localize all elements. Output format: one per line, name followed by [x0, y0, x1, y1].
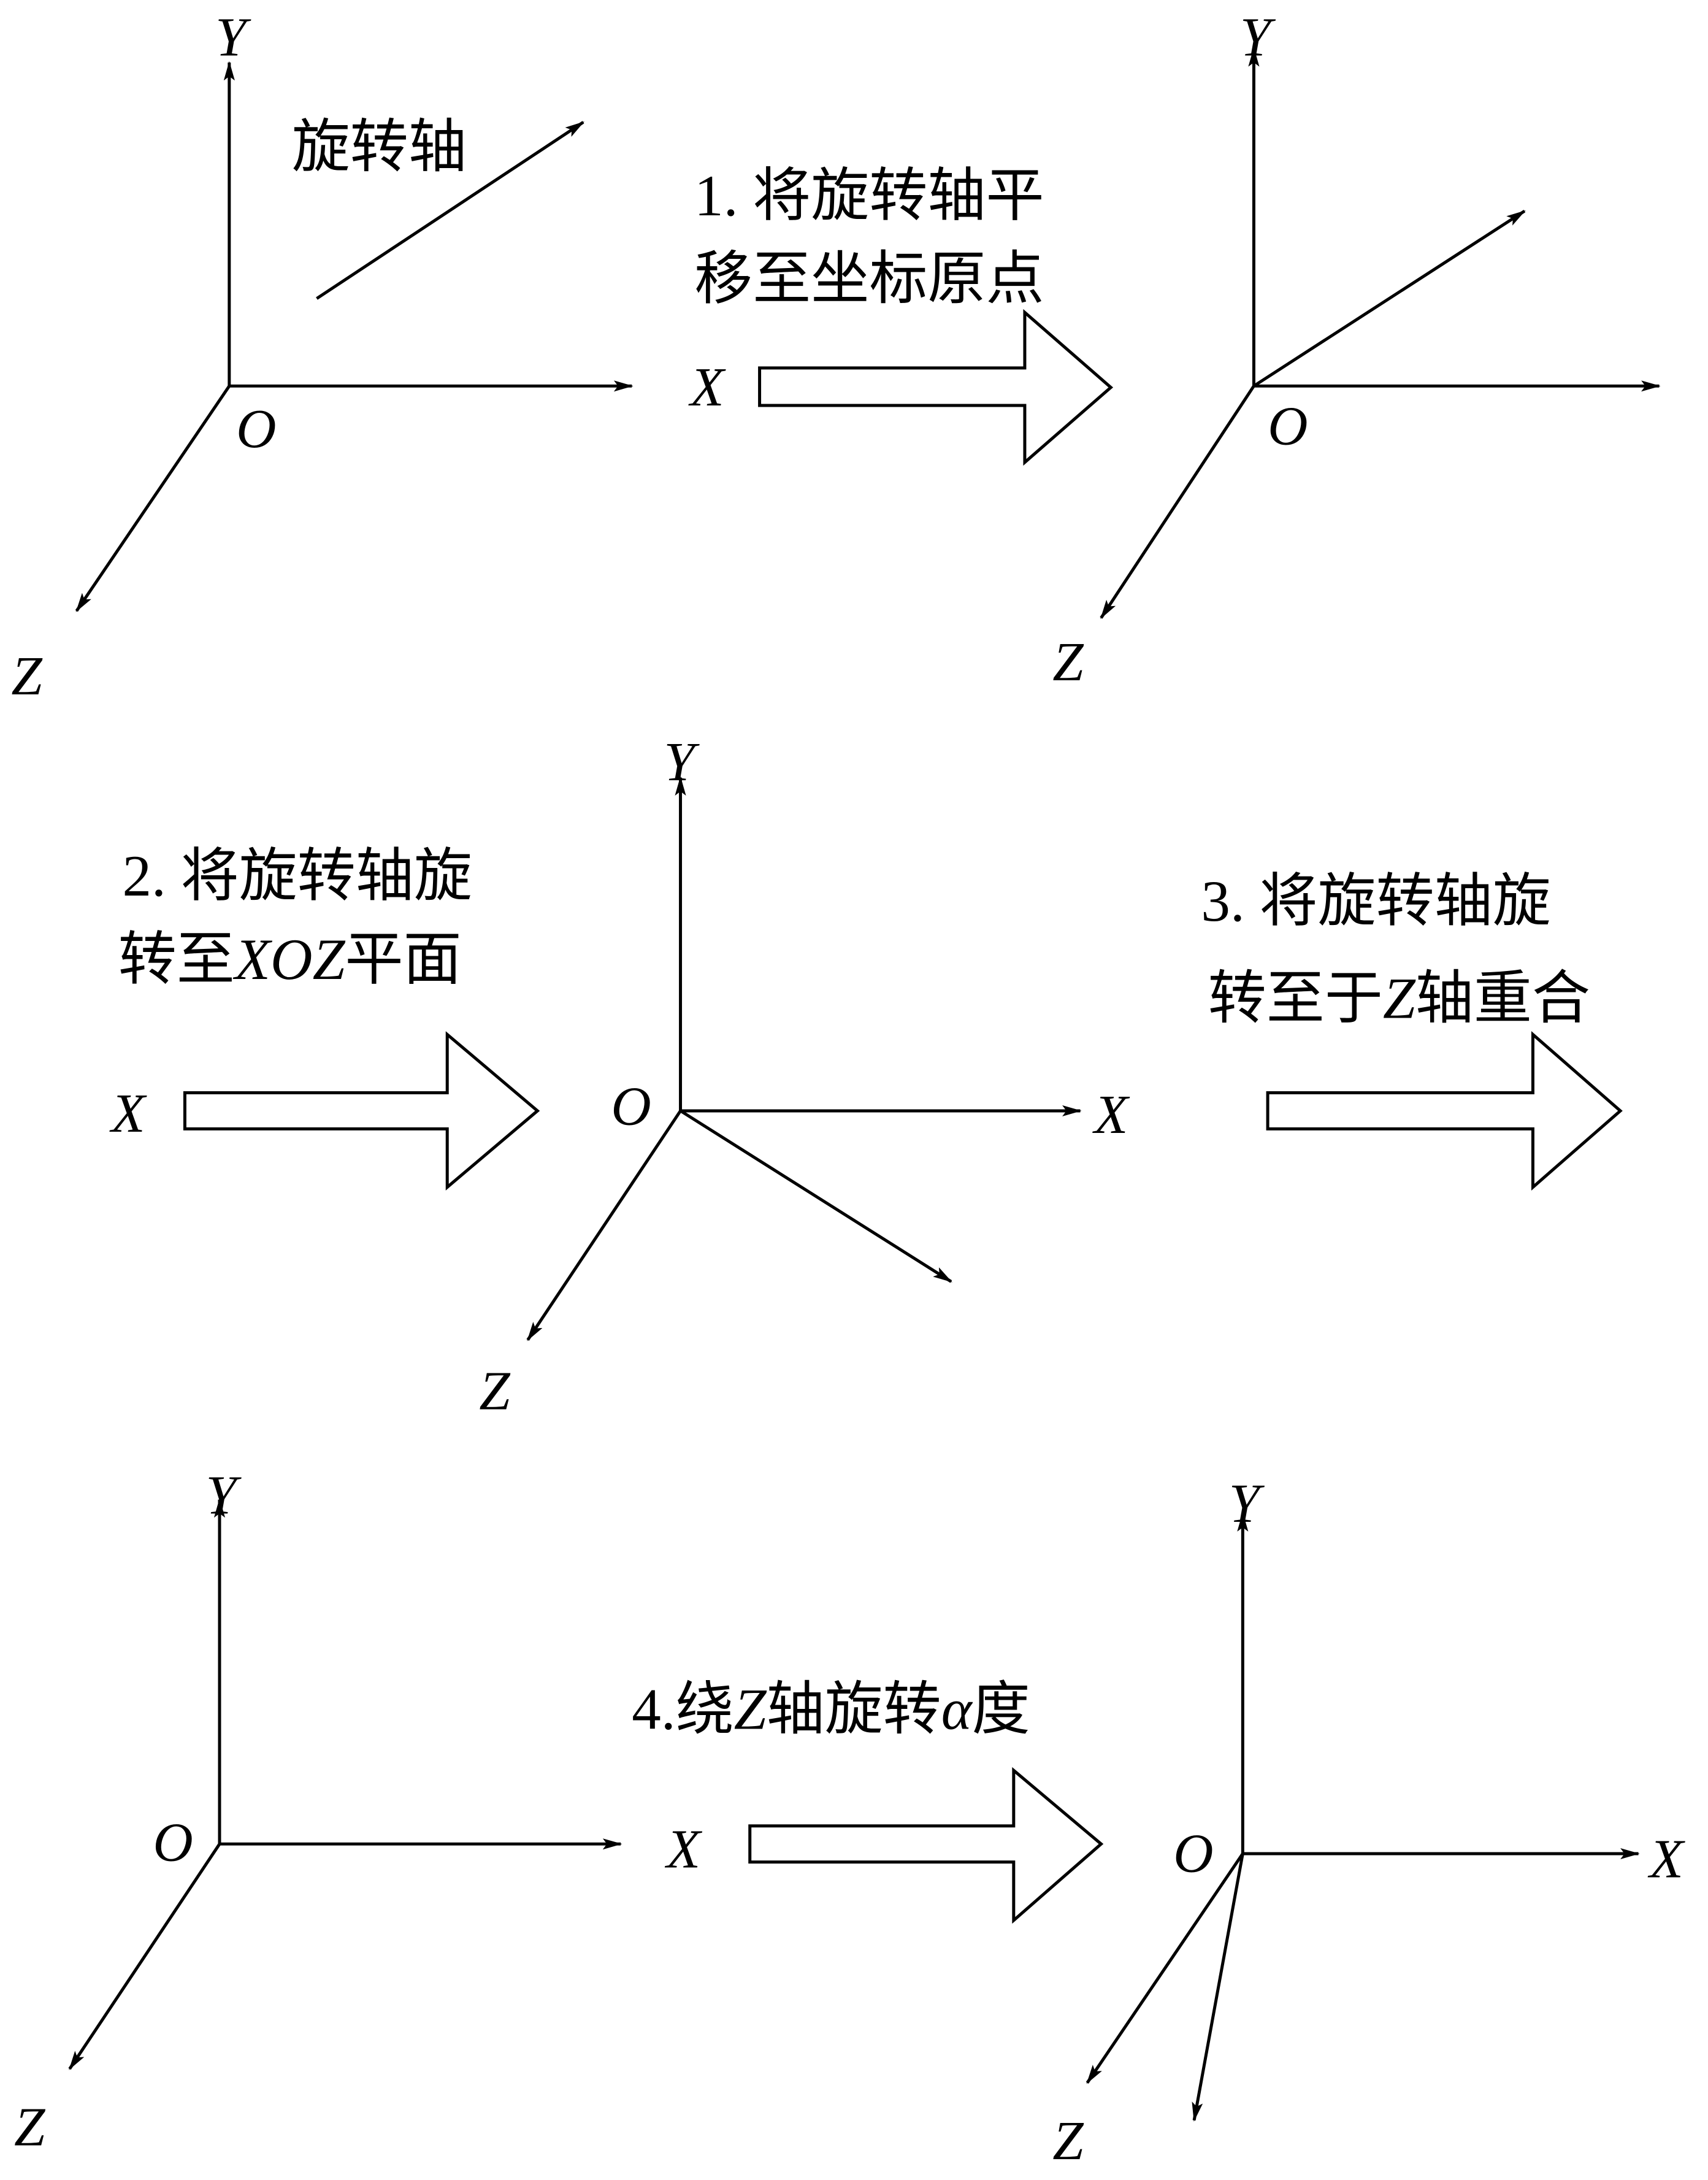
step-1: 1. 将旋转轴平 移至坐标原点	[694, 163, 1114, 466]
y-label: Y	[205, 1464, 242, 1526]
y-label: Y	[1240, 6, 1276, 68]
panel-3-in-xoz-plane: Y O X Z	[479, 731, 1130, 1421]
step-arrow-icon	[1266, 1031, 1623, 1191]
origin-label: O	[153, 1811, 193, 1873]
z-label: Z	[11, 645, 43, 707]
z-label: Z	[14, 2095, 46, 2157]
step-3-line-1: 3. 将旋转轴旋	[1201, 869, 1550, 934]
origin-label: O	[236, 397, 276, 459]
z-axis	[526, 1110, 682, 1341]
step-2: 2. 将旋转轴旋 转至XOZ平面 X	[109, 843, 540, 1191]
rotated-axis	[1192, 1853, 1244, 2122]
step-2-line-1: 2. 将旋转轴旋	[123, 843, 472, 908]
step-3: 3. 将旋转轴旋 转至于Z轴重合	[1201, 869, 1623, 1191]
panel-2-translated: Y O Z	[1052, 6, 1661, 693]
panel-4-aligned-with-z: Y O Z X	[14, 1464, 703, 2157]
step-arrow-icon	[183, 1031, 540, 1191]
z-label: Z	[479, 1360, 511, 1422]
z-label: Z	[1052, 631, 1084, 693]
z-axis	[1100, 385, 1255, 620]
step-arrow-icon	[748, 1767, 1104, 1924]
step-4-caption: 4.绕Z轴旋转α度	[632, 1676, 1030, 1741]
y-label: Y	[215, 6, 251, 68]
z-label: Z	[1052, 2109, 1084, 2171]
origin-label: O	[1268, 394, 1308, 456]
panel-5-rotated-alpha: Y O X Z	[1052, 1472, 1685, 2171]
x-label: X	[1092, 1083, 1130, 1145]
x-label: X	[688, 356, 726, 418]
z-axis	[75, 385, 231, 612]
x-label: X	[1648, 1828, 1686, 1890]
step-3-line-2: 转至于Z轴重合	[1208, 965, 1590, 1031]
rotation-axis	[316, 121, 584, 300]
origin-label: O	[1173, 1822, 1213, 1884]
step-2-line-2: 转至XOZ平面	[118, 927, 462, 992]
step-4: 4.绕Z轴旋转α度	[632, 1676, 1104, 1924]
origin-label: O	[611, 1075, 651, 1137]
z-axis	[68, 1843, 221, 2070]
step-1-line-1: 1. 将旋转轴平	[694, 163, 1044, 228]
step-arrow-icon	[758, 309, 1114, 466]
step-1-line-2: 移至坐标原点	[694, 247, 1044, 312]
rotation-axis	[680, 1109, 952, 1283]
x-label: X	[665, 1818, 703, 1880]
z-axis	[1086, 1852, 1244, 2084]
y-label: Y	[1229, 1472, 1265, 1534]
rotation-axis-label: 旋转轴	[292, 115, 467, 180]
panel-1-original-axes: Y O Z X 旋转轴	[11, 6, 726, 707]
rotation-axis	[1253, 209, 1526, 388]
x-label: X	[109, 1082, 147, 1144]
y-label: Y	[664, 731, 700, 793]
